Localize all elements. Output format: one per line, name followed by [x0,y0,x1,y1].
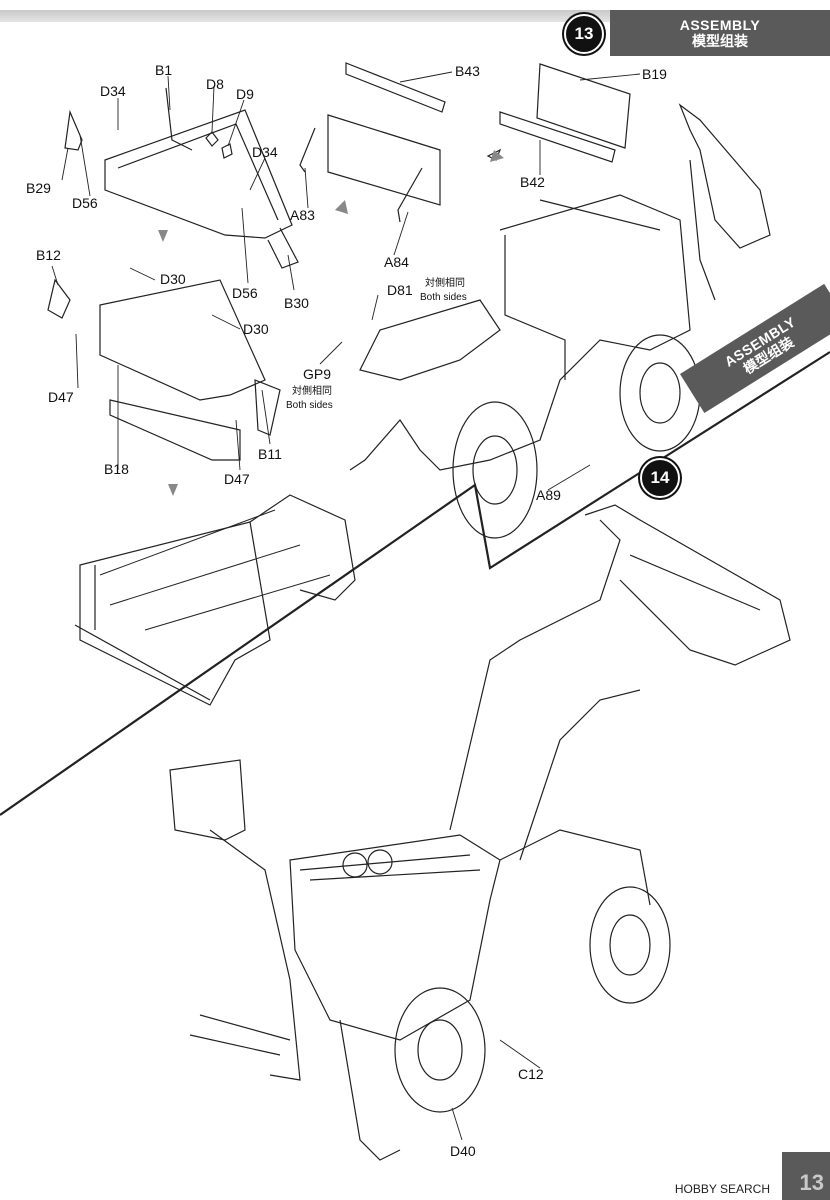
part-label-a83: A83 [290,207,315,223]
part-label-d47-b: D47 [224,471,250,487]
side-plate-assembly [486,63,631,163]
part-label-b42: B42 [520,174,545,190]
part-label-gp9: GP9 [303,366,332,382]
step-13-title-zh: 模型组装 [692,33,748,49]
part-label-d30-b: D30 [243,321,269,337]
upper-plate-assembly [299,62,446,223]
assembly-arrows [158,150,504,496]
step-14-badge: 14 [640,458,680,498]
part-label-d81: D81 [387,282,413,298]
backhoe-vehicle-step14 [169,504,791,1161]
part-label-d40: D40 [450,1143,476,1159]
part-label-b29: B29 [26,180,51,196]
part-label-d56-b: D56 [232,285,258,301]
page-number: 13 [799,1170,824,1195]
bucket-rear-assembly [64,87,299,269]
part-label-b19: B19 [642,66,667,82]
part-label-b11: B11 [258,446,282,462]
part-label-d9: D9 [236,86,254,102]
part-label-a89: A89 [536,487,561,503]
part-label-b18: B18 [104,461,129,477]
step-13-banner: ASSEMBLY 模型组装 [610,10,830,56]
page-corner-tab [782,1152,830,1200]
note-both-sides-zh-1: 対側相同 [425,278,465,289]
step-13-badge: 13 [564,14,604,54]
part-label-b30: B30 [284,295,309,311]
part-label-d34-b: D34 [252,144,278,160]
part-label-d34-a: D34 [100,83,126,99]
part-label-b12: B12 [36,247,61,263]
leader-lines [51,71,641,1141]
brand-text: HOBBY SEARCH [674,1182,770,1196]
part-label-b43: B43 [455,63,480,79]
part-label-a84: A84 [384,254,409,270]
watermark-brand: HOBBY SEARCH [675,1182,770,1196]
backhoe-vehicle-step13 [349,103,771,539]
front-loader-bucket-step13 [74,494,356,706]
note-both-sides-en-2: Both sides [286,400,333,411]
part-label-c12: C12 [518,1066,544,1082]
header-bar [0,10,610,22]
part-label-d56-a: D56 [72,195,98,211]
note-both-sides-zh-2: 対側相同 [292,386,332,397]
part-label-d47-a: D47 [48,389,74,405]
note-both-sides-en-1: Both sides [420,292,467,303]
part-label-d8: D8 [206,76,224,92]
lower-bucket-assembly [47,278,281,461]
step-13-title-en: ASSEMBLY [679,16,761,33]
part-label-b1: B1 [155,62,173,78]
part-label-d30-a: D30 [160,271,186,287]
